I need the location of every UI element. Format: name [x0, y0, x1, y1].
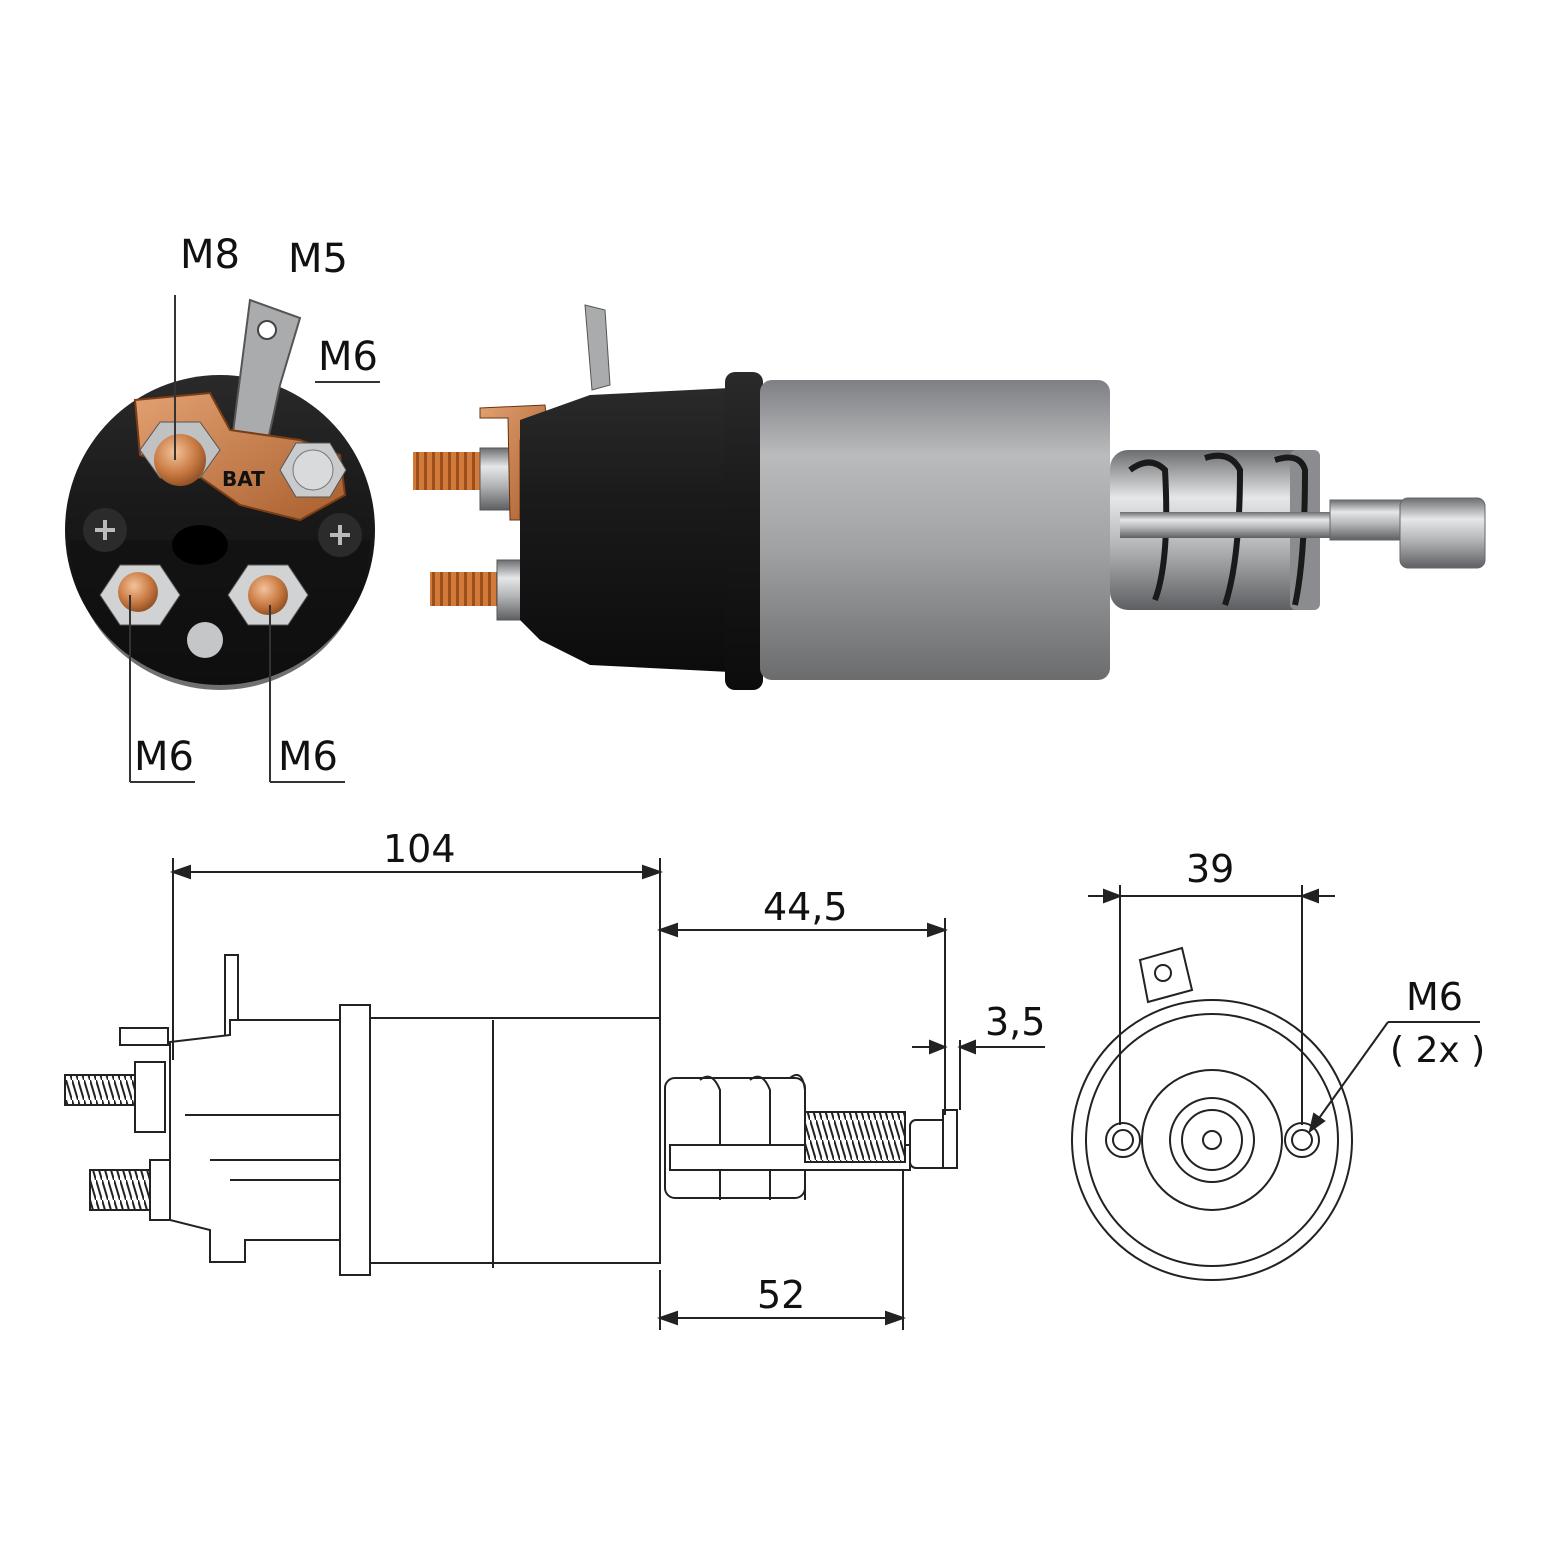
dim-hole-spacing: 39: [1186, 847, 1234, 891]
plunger-end-cap: [1399, 497, 1486, 569]
steel-housing: [760, 380, 1110, 680]
lower-copper-stud: [430, 572, 500, 606]
terminal-top-right: [279, 442, 347, 498]
label-m5: M5: [288, 236, 348, 282]
side-technical-drawing: [64, 954, 958, 1276]
bat-marking: BAT: [222, 467, 265, 491]
center-stud: [187, 622, 223, 658]
m5-terminal-tab: [230, 298, 302, 441]
side-dimensions: [169, 858, 1045, 1330]
side-view-photo: [413, 304, 1486, 690]
end-thread-label: M6: [1406, 975, 1463, 1019]
terminal-bottom-right: [227, 564, 309, 626]
label-m6-top: M6: [318, 334, 378, 380]
black-terminal-cap: [520, 388, 730, 672]
upper-copper-stud: [413, 452, 483, 490]
dim-plunger-end: 3,5: [985, 1000, 1045, 1044]
label-m6-bottom-left: M6: [134, 734, 194, 780]
terminal-m8: [139, 421, 221, 486]
return-spring: [1128, 452, 1309, 606]
end-count-label: ( 2x ): [1390, 1030, 1485, 1071]
terminal-bottom-left: [99, 564, 181, 626]
dim-plunger-length: 44,5: [763, 885, 848, 929]
dim-bottom-length: 52: [757, 1273, 805, 1317]
end-view-drawing: [1071, 885, 1480, 1281]
front-view-photo: BAT M8 M5 M6 M6 M6: [65, 232, 380, 783]
label-m6-bottom-right: M6: [278, 734, 338, 780]
black-flange: [725, 372, 763, 690]
dim-overall-length: 104: [383, 827, 456, 871]
label-m8: M8: [180, 232, 240, 278]
